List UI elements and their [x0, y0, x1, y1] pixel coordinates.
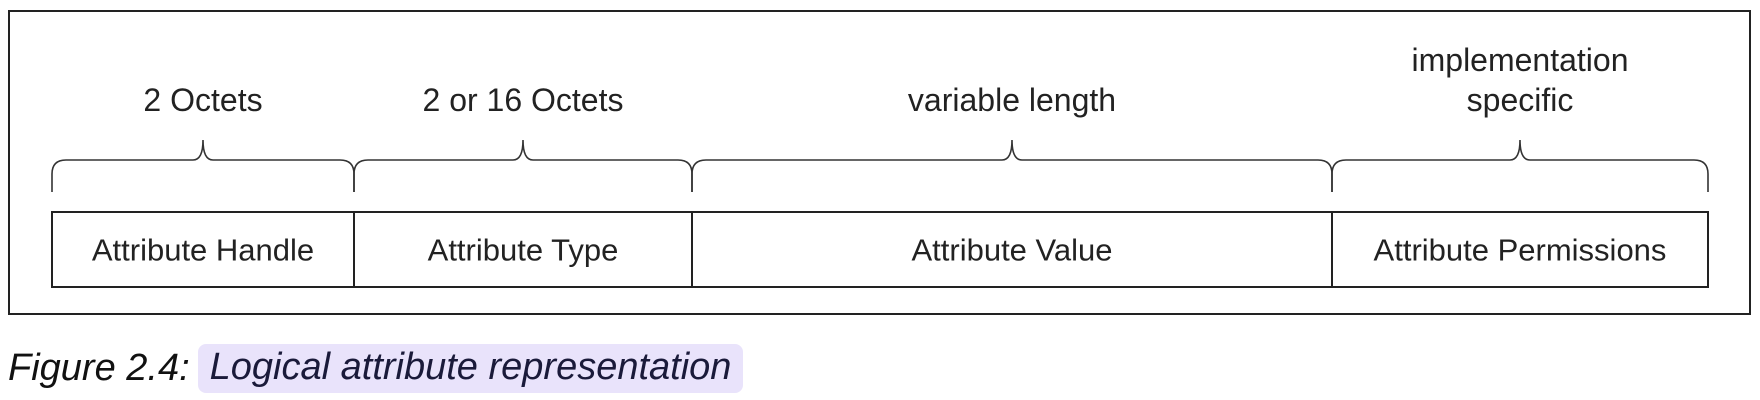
- field-label-attribute-handle: Attribute Handle: [92, 233, 314, 268]
- field-label-attribute-permissions: Attribute Permissions: [1374, 233, 1667, 268]
- field-label-attribute-value: Attribute Value: [911, 233, 1112, 268]
- size-label-attribute-type: 2 or 16 Octets: [423, 82, 624, 118]
- field-label-attribute-type: Attribute Type: [428, 233, 619, 268]
- attribute-structure-diagram: 2 Octets 2 or 16 Octets variable length imp…: [51, 42, 1709, 288]
- diagram-frame: [8, 10, 1751, 315]
- field-box-attribute-permissions: [1331, 211, 1709, 288]
- size-label-attribute-value: variable length: [908, 82, 1116, 118]
- field-box-attribute-type: [353, 211, 693, 288]
- braces-layer: [51, 139, 1709, 192]
- caption-title[interactable]: Logical attribute representation: [197, 343, 744, 393]
- brace-attribute-type: [353, 139, 693, 192]
- brace-attribute-handle: [51, 139, 355, 192]
- field-boxes-layer: Attribute Handle Attribute Type Attribute …: [51, 211, 1709, 288]
- field-box-attribute-handle: [51, 211, 355, 288]
- size-label-attribute-handle: 2 Octets: [143, 82, 262, 118]
- caption-number: Figure 2.4:: [8, 346, 190, 389]
- size-label-attribute-permissions-line-2: specific: [1467, 82, 1574, 118]
- brace-attribute-value: [691, 139, 1333, 192]
- brace-attribute-permissions: [1331, 139, 1709, 192]
- figure-caption: Figure 2.4: Logical attribute representa…: [8, 340, 744, 396]
- size-label-attribute-permissions-line-1: implementation: [1412, 42, 1629, 78]
- size-labels-layer: 2 Octets 2 or 16 Octets variable length imp…: [143, 42, 1628, 118]
